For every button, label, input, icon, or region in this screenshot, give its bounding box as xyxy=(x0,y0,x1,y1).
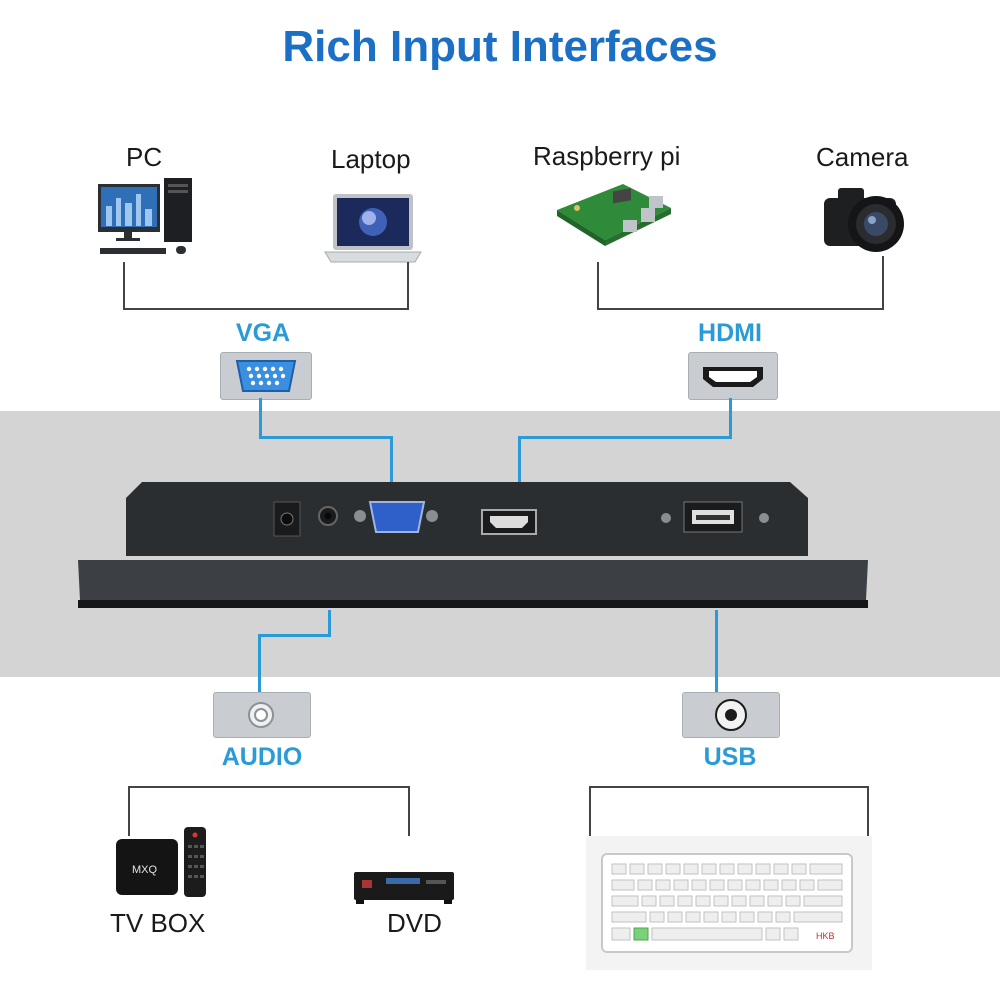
audio-link-wire-up xyxy=(328,610,331,636)
raspberry-pi-label: Raspberry pi xyxy=(533,141,681,171)
dvd-label: DVD xyxy=(387,908,442,938)
raspberry-pi-icon xyxy=(553,180,677,260)
vga-link-wire xyxy=(259,398,262,438)
laptop-icon xyxy=(323,190,423,266)
keyboard-wire-right xyxy=(867,786,869,836)
hdmi-link-wire-h xyxy=(518,436,732,439)
vga-port-icon xyxy=(220,352,312,400)
tv-box-icon: MXQ xyxy=(112,825,212,901)
audio-link-wire-down xyxy=(258,634,261,692)
camera-wire xyxy=(882,256,884,310)
monitor xyxy=(78,478,868,612)
hdmi-link-wire-down xyxy=(518,436,521,492)
vga-bus-wire xyxy=(123,308,409,310)
laptop-label: Laptop xyxy=(331,144,411,174)
audio-label: AUDIO xyxy=(221,743,303,771)
hdmi-link-wire xyxy=(729,398,732,438)
tvbox-wire xyxy=(128,786,130,836)
tv-box-label: TV BOX xyxy=(110,908,206,938)
camera-icon xyxy=(820,180,912,256)
hdmi-bus-wire xyxy=(597,308,884,310)
audio-bus-wire xyxy=(128,786,410,788)
pc-wire xyxy=(123,262,125,310)
page-title: Rich Input Interfaces xyxy=(282,22,718,71)
vga-label: VGA xyxy=(235,319,291,347)
camera-label: Camera xyxy=(816,142,909,172)
pc-label: PC xyxy=(126,142,163,172)
computer-icon xyxy=(96,176,206,262)
dvd-wire xyxy=(408,786,410,836)
svg-text:HKB: HKB xyxy=(816,931,835,941)
usb-bus-wire xyxy=(589,786,869,788)
usb-link-wire xyxy=(715,610,718,692)
keyboard-wire-left xyxy=(589,786,591,836)
hdmi-label: HDMI xyxy=(698,319,762,347)
usb-port-icon xyxy=(682,692,780,738)
vga-link-wire-h xyxy=(259,436,393,439)
usb-label: USB xyxy=(703,743,757,771)
vga-link-wire-down xyxy=(390,436,393,492)
hdmi-port-icon xyxy=(688,352,778,400)
audio-link-wire-h xyxy=(258,634,331,637)
svg-text:MXQ: MXQ xyxy=(132,864,158,876)
laptop-wire xyxy=(407,262,409,310)
keyboard-icon: HKB xyxy=(586,836,872,970)
dvd-player-icon xyxy=(350,866,460,906)
raspberry-wire xyxy=(597,262,599,310)
audio-port-icon xyxy=(213,692,311,738)
